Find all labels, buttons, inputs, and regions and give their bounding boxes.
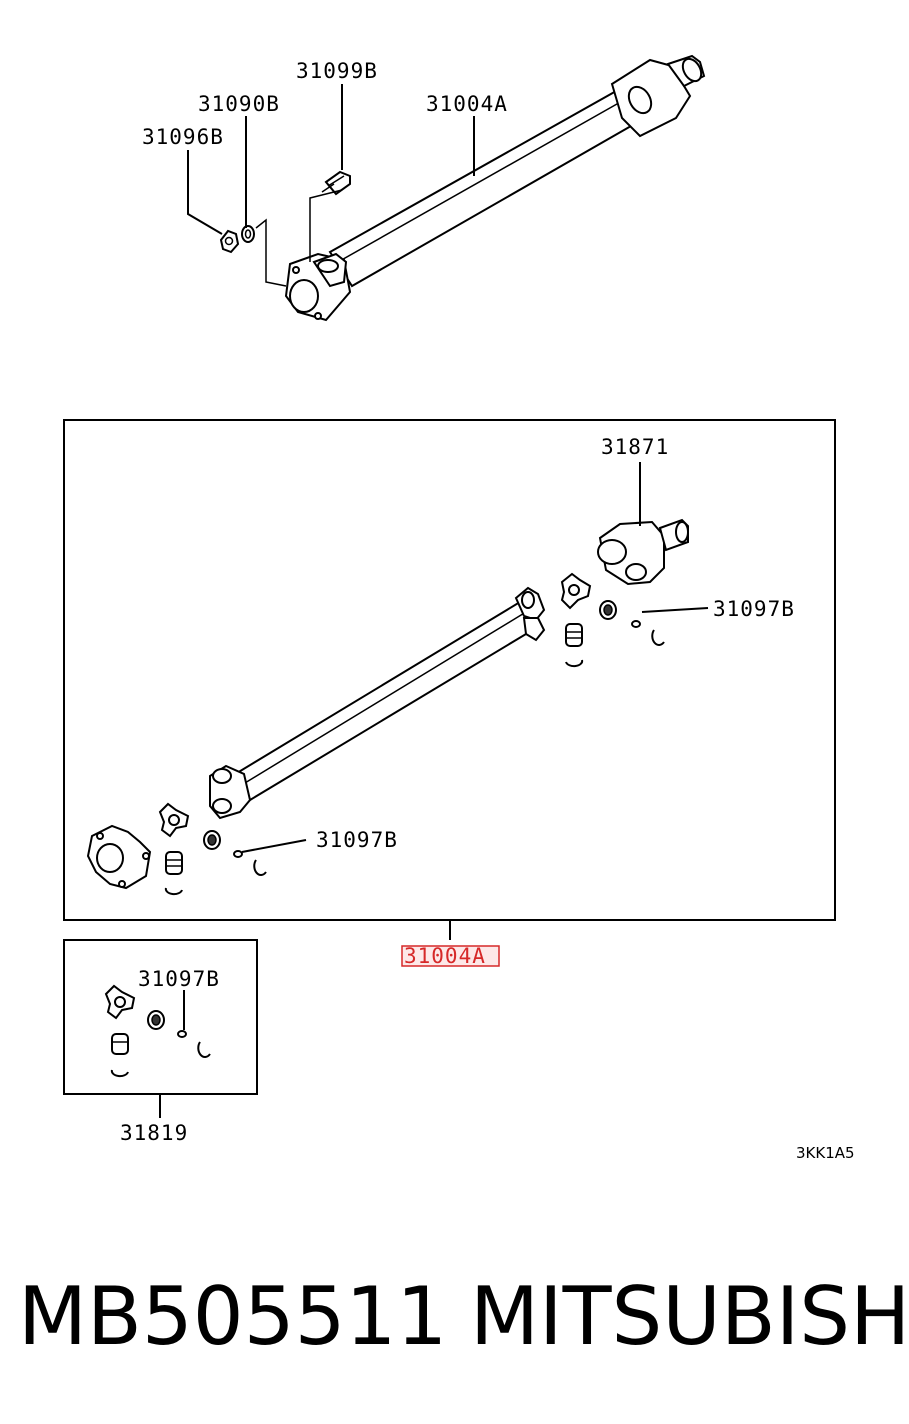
kit-parts (104, 984, 211, 1078)
assembled-propeller-shaft (284, 54, 706, 322)
nut-part (219, 229, 240, 254)
callout-shaft-assembly-top: 31004A (426, 92, 508, 116)
diagram-code: 3KK1A5 (796, 1144, 855, 1162)
propeller-shaft-diagram: 31099B 31090B 31096B 31004A (63, 54, 855, 1162)
callout-kit: 31819 (120, 1121, 188, 1145)
bolt-part (321, 170, 351, 196)
top-leader-lines (187, 84, 475, 287)
callout-shaft-assembly-box: 31004A (404, 944, 486, 968)
callout-yoke: 31871 (601, 435, 669, 459)
rear-universal-joint-parts (560, 572, 665, 668)
callout-bolt: 31099B (296, 59, 378, 83)
part-number: MB505511 (18, 1270, 448, 1363)
exploded-tube (209, 586, 546, 820)
brand-name: MITSUBISHI (470, 1270, 909, 1363)
callout-washer: 31090B (198, 92, 280, 116)
footer: MB505511 MITSUBISHI (0, 1262, 909, 1372)
callout-grease-nipple-front: 31097B (316, 828, 398, 852)
highlighted-callout[interactable]: 31004A (401, 944, 500, 968)
callout-grease-nipple-rear: 31097B (713, 597, 795, 621)
callout-nut: 31096B (142, 125, 224, 149)
box-leader-lines (241, 462, 709, 940)
callout-kit-grease-nipple: 31097B (138, 967, 220, 991)
front-flange-part (86, 824, 152, 890)
slip-yoke-part (597, 518, 689, 586)
front-universal-joint-parts (158, 802, 267, 896)
washer-part (241, 225, 255, 243)
